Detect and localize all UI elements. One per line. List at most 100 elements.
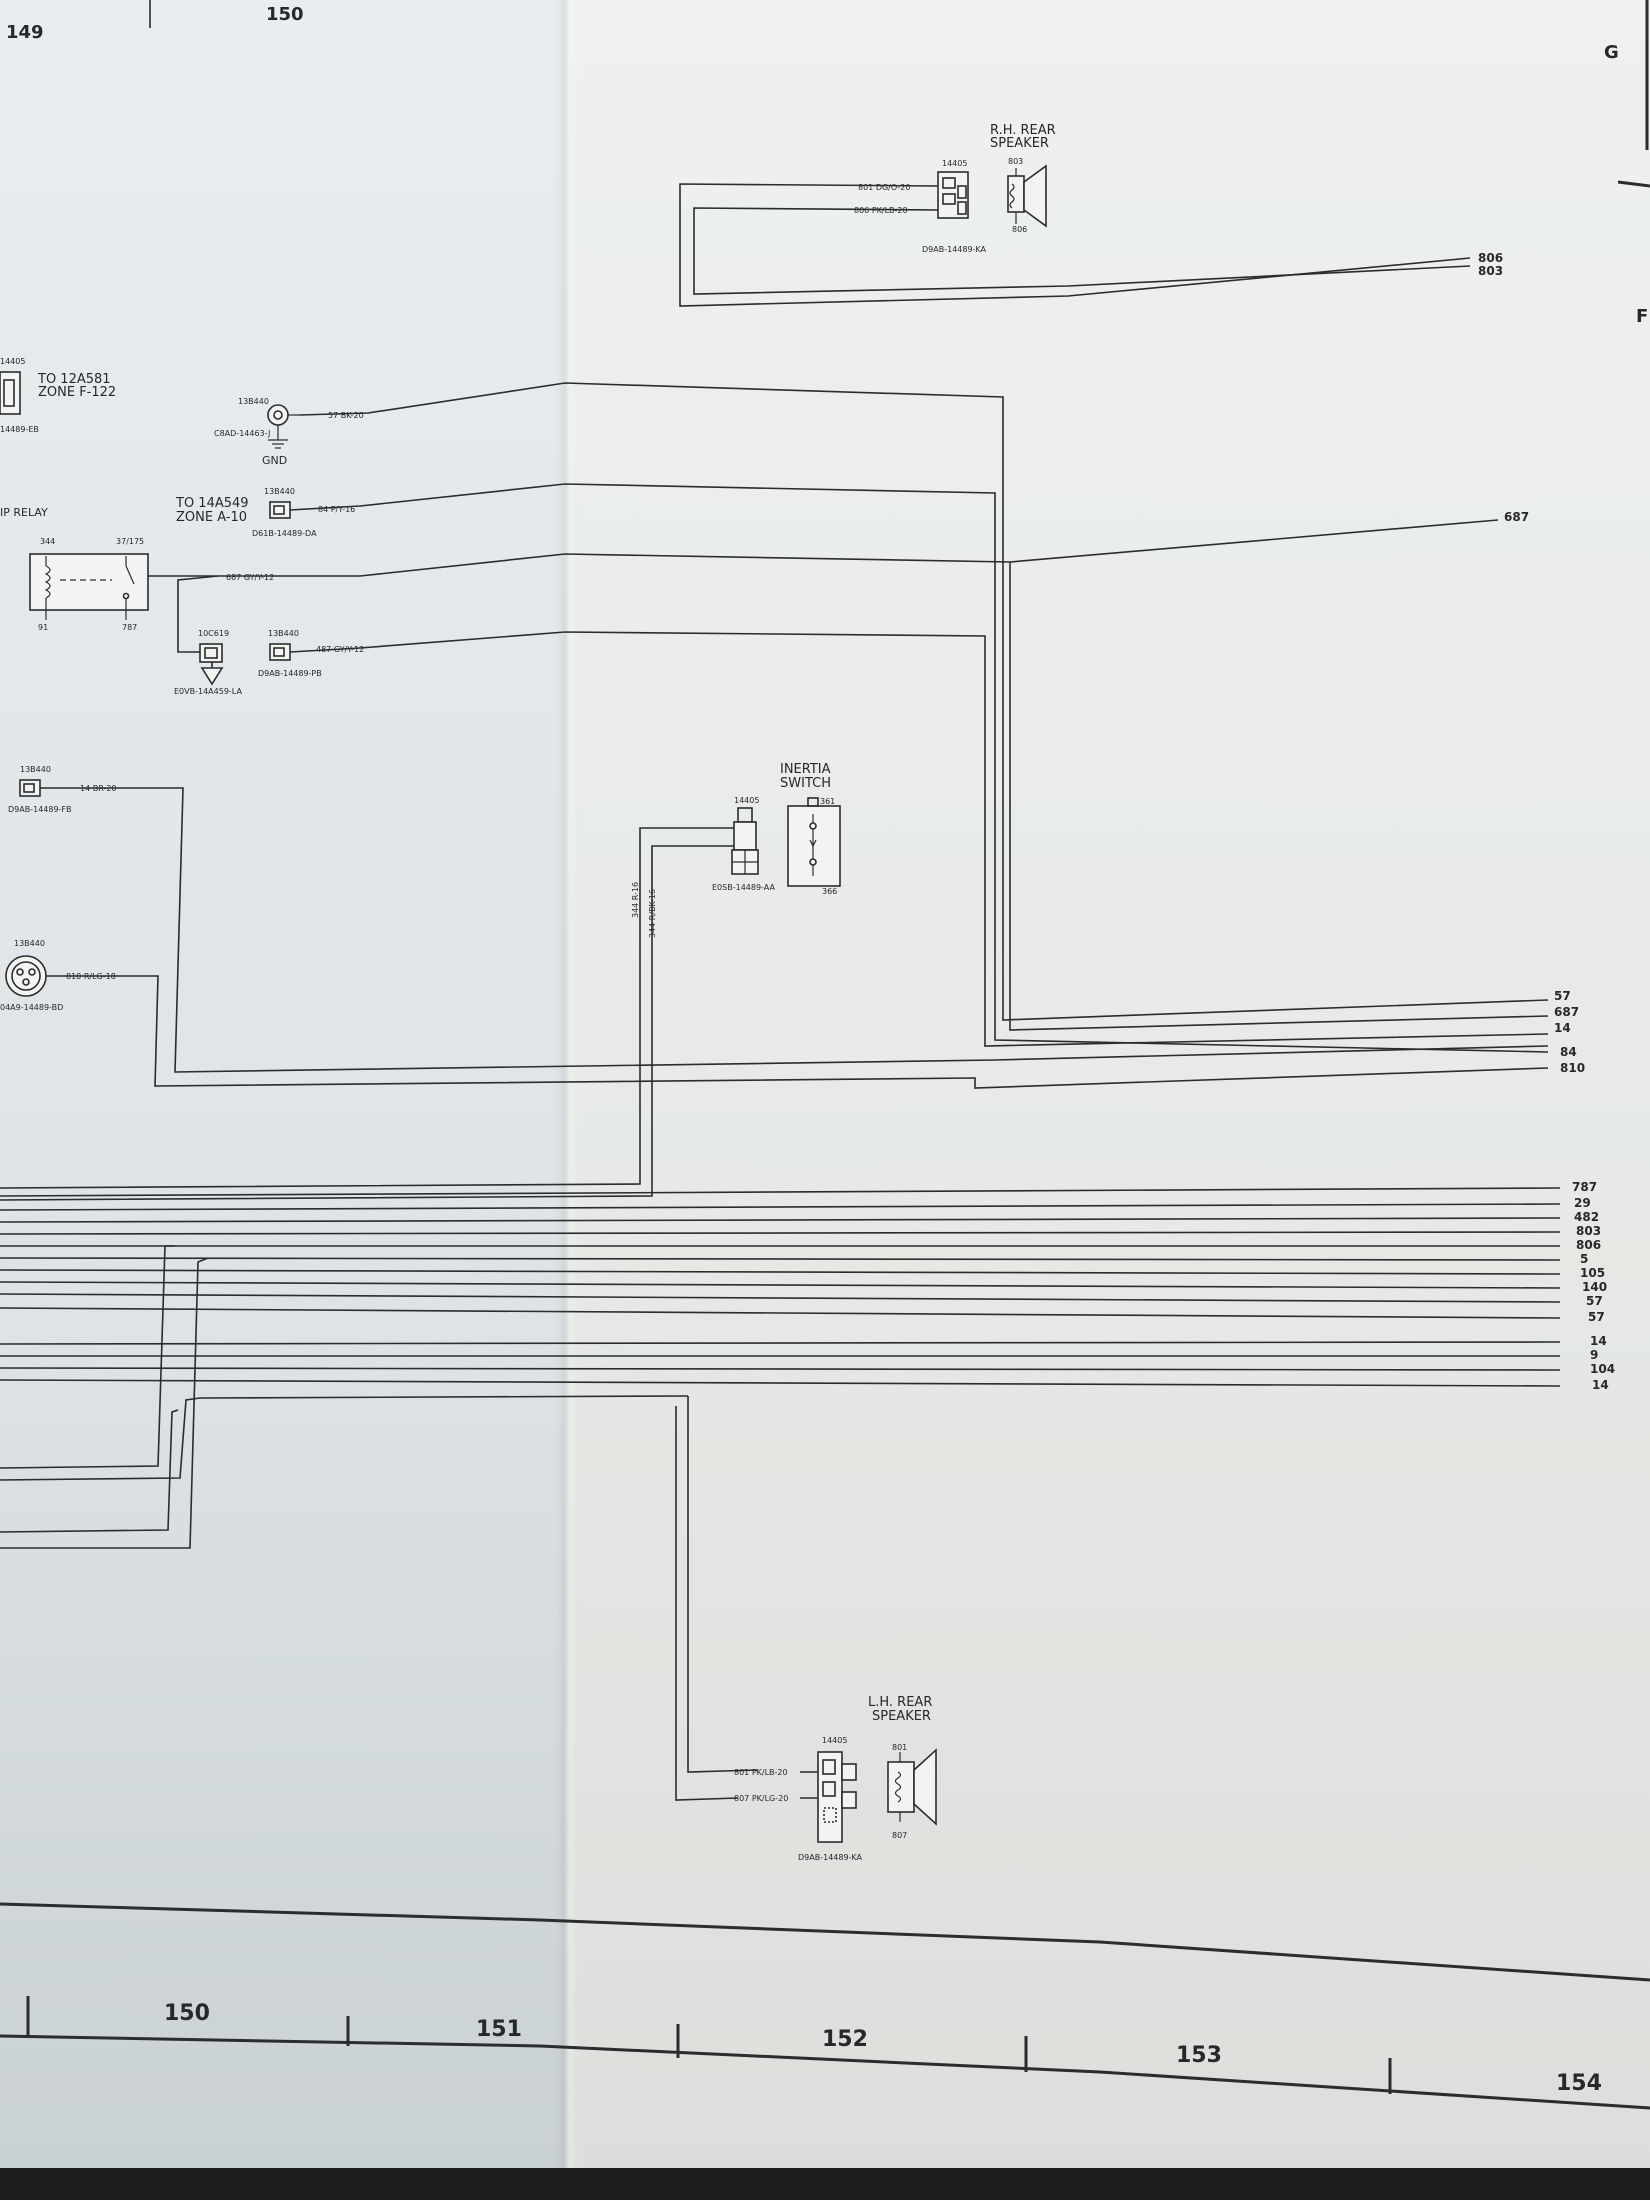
ground-conn-id: 10C619 [198,629,229,638]
inertia-connector [733,821,757,851]
bundle-label-57a: 57 [1586,1294,1603,1308]
wire-84 [289,483,1549,1053]
bottom-zone-153: 153 [1176,2043,1222,2068]
to-12a581-connector [0,371,21,415]
inertia-wire-a [0,827,734,1189]
bottom-zone-154: 154 [1556,2071,1602,2096]
rh-wire-806-label: 806 PK/LB-20 [854,206,908,215]
inertia-pin-top: 361 [820,797,835,806]
lh-speaker-title-2: SPEAKER [872,1709,931,1724]
right-label-810: 810 [1560,1061,1585,1075]
right-label-57: 57 [1554,989,1571,1003]
conn-810-group: 13B440 04A9-14489-BD 810 R/LG-18 [0,939,1549,1089]
to-12a581-part: 14489-EB [0,425,39,434]
relay-drop-wire [177,575,219,653]
bundle-label-787: 787 [1572,1180,1597,1194]
paper-left-panel [0,0,565,2200]
wire-14 [40,787,996,1073]
relay-pin-91: 91 [38,623,48,632]
inertia-connector-id: 14405 [734,796,759,805]
exit-687: 687 [1504,510,1529,524]
to-12a581-group: 14405 TO 12A581 ZONE F-122 14489-EB [0,357,116,434]
wire-687 [148,519,1499,577]
bundle-label-14a: 14 [1590,1334,1607,1348]
relay-pin-787: 787 [122,623,137,632]
to-14a549-connector-id: 13B440 [264,487,295,496]
to-12a581-connector-id: 14405 [0,357,25,366]
to-14a549-wire-label: 84 P/Y-16 [318,505,355,514]
rh-speaker-connector-id: 14405 [942,159,967,168]
rh-wire-801-label: 801 DG/O-20 [858,183,910,192]
wire-801-left [687,1396,759,1773]
top-zone-150: 150 [266,4,304,25]
lh-speaker-connector [817,1751,843,1843]
to-14a549-line1: TO 14A549 [175,496,249,511]
inertia-wire-b-label: 344 R/BK-16 [648,889,657,938]
relay-label: IP RELAY [0,506,48,519]
relay-pin-344: 344 [40,537,55,546]
lh-speaker-part: D9AB-14489-KA [798,1853,863,1862]
inertia-title-2: SWITCH [780,776,831,791]
right-label-14: 14 [1554,1021,1571,1035]
inertia-title-1: INERTIA [780,762,831,777]
right-label-84: 84 [1560,1045,1577,1059]
grid-letter-f: F [1636,306,1648,327]
bundle-label-9: 9 [1590,1348,1598,1362]
right-grid-frame: G F [1604,0,1650,327]
rh-wire-806 [693,207,1471,295]
conn-14-group: 13B440 D9AB-14489-FB 14 BR-20 [8,765,996,1073]
bundle-label-105: 105 [1580,1266,1605,1280]
inertia-part: E0SB-14489-AA [712,883,775,892]
table-edge [0,2168,1650,2200]
gnd-label: GND [262,454,287,467]
paper-fold [555,0,579,2200]
lh-wire-801-label: 801 PK/LB-20 [734,1768,788,1777]
gnd-group: 13B440 GND C8AD-14463-J 57 BK-20 [214,382,1549,1021]
lh-rear-speaker-group: L.H. REAR SPEAKER 14405 D9AB-14489-KA 80… [734,1695,937,1862]
conn-810-part: 04A9-14489-BD [0,1003,63,1012]
bottom-zone-ruler: 150 151 152 153 154 [0,1902,1650,2110]
conn-810-id: 13B440 [14,939,45,948]
rh-speaker-pin-bottom: 806 [1012,225,1027,234]
bundle-label-104: 104 [1590,1362,1615,1376]
wire-487-connector [269,643,291,661]
rh-exit-806: 806 [1478,251,1503,265]
inertia-switch-body [787,805,841,887]
conn-14-connector [19,779,41,797]
to-14a549-group: TO 14A549 ZONE A-10 13B440 D61B-14489-DA… [175,483,1549,1053]
rh-speaker-title-1: R.H. REAR [990,123,1056,138]
wire-687-branch [1009,562,1549,1031]
to-14a549-connector [269,501,291,519]
gnd-part: C8AD-14463-J [214,429,270,438]
inertia-pin-bottom: 366 [822,887,837,896]
main-bundle: 787 29 482 803 806 5 105 140 57 57 14 9 … [0,1180,1615,1801]
rh-rear-speaker-group: R.H. REAR SPEAKER 14405 803 806 D9AB-144… [679,123,1503,307]
ground-connector [199,643,223,663]
to-12a581-line1: TO 12A581 [37,372,111,387]
wire-487 [289,631,1549,1047]
to-14a549-part: D61B-14489-DA [252,529,317,538]
bundle-label-803: 803 [1576,1224,1601,1238]
lh-speaker-pin-top: 801 [892,1743,907,1752]
top-zone-ruler: 149 150 [6,0,304,43]
wire-807-left [675,1406,739,1801]
wire-14-right [994,1045,1549,1061]
gnd-eyelet [267,404,289,426]
to-14a549-line2: ZONE A-10 [176,510,247,525]
lh-wire-807-label: 807 PK/LG-20 [734,1794,788,1803]
wire-487-group: 13B440 D9AB-14489-PB 487 GY/Y-12 [258,629,1549,1047]
bundle-label-14b: 14 [1592,1378,1609,1392]
rh-speaker-pin-top: 803 [1008,157,1023,166]
conn-14-id: 13B440 [20,765,51,774]
wire-487-part: D9AB-14489-PB [258,669,322,678]
wire-487-connector-id: 13B440 [268,629,299,638]
rh-speaker-part: D9AB-14489-KA [922,245,987,254]
ground-connector-group: 10C619 E0VB-14A459-LA [174,629,242,696]
lh-speaker-pin-bottom: 807 [892,1831,907,1840]
gnd-wire-label: 57 BK-20 [328,411,364,420]
top-zone-149: 149 [6,22,44,43]
bottom-zone-152: 152 [822,2027,868,2052]
ground-conn-part: E0VB-14A459-LA [174,687,242,696]
